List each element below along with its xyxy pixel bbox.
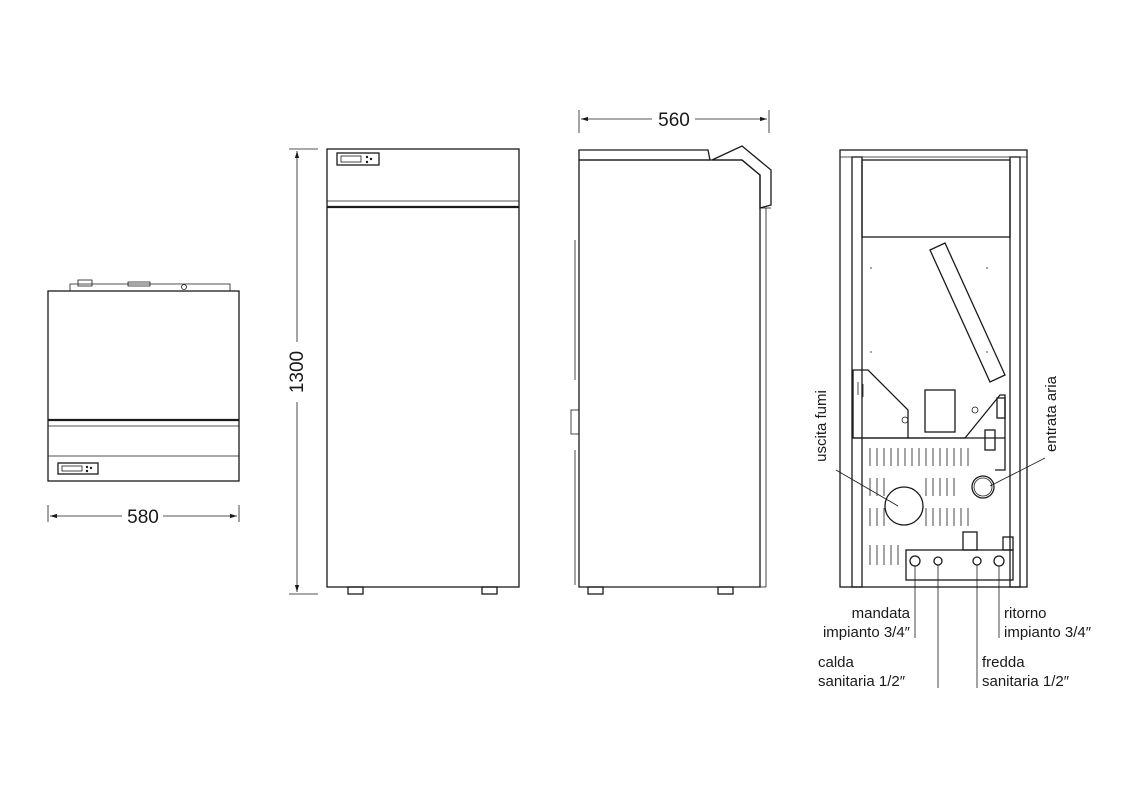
cold-water-connection xyxy=(972,556,982,566)
rear-view xyxy=(835,149,1046,688)
height-dimension-label: 1300 xyxy=(287,351,308,393)
side-foot-right xyxy=(717,586,734,595)
flue-outlet-circle xyxy=(884,486,924,526)
control-panel-display xyxy=(57,462,99,475)
width-dimension-label: 580 xyxy=(127,507,159,528)
flow-label-line1: mandata xyxy=(852,605,911,622)
top-view-body xyxy=(47,290,240,482)
front-view: 1300 xyxy=(287,148,520,595)
hot-water-label-line2: sanitaria 1/2″ xyxy=(818,673,906,690)
flow-connection xyxy=(909,555,921,567)
return-label-line2: impianto 3/4″ xyxy=(1004,624,1092,641)
air-inlet-label: entrata aria xyxy=(1043,375,1060,452)
side-foot-left xyxy=(587,586,604,595)
rear-hopper xyxy=(861,159,1011,238)
depth-dimension-label: 560 xyxy=(658,110,690,131)
motor-plate xyxy=(924,389,956,433)
hot-water-connection xyxy=(933,556,943,566)
top-view: 580 xyxy=(47,279,240,528)
hot-water-label-line1: calda xyxy=(818,654,855,671)
return-label-line1: ritorno xyxy=(1004,605,1047,622)
cold-water-label-line1: fredda xyxy=(982,654,1025,671)
front-control-display xyxy=(336,152,380,166)
front-foot-left xyxy=(347,586,364,595)
cold-water-label-line2: sanitaria 1/2″ xyxy=(982,673,1070,690)
side-view-body xyxy=(578,159,761,588)
air-inlet-circle xyxy=(971,475,995,499)
front-view-body xyxy=(326,148,520,588)
side-view: 560 xyxy=(570,110,772,595)
front-foot-right xyxy=(481,586,498,595)
return-connection xyxy=(993,555,1005,567)
flue-outlet-label: uscita fumi xyxy=(813,390,830,462)
auger xyxy=(929,242,1006,383)
connection-plate xyxy=(905,549,1014,581)
rear-view-body xyxy=(839,149,1028,588)
flow-label-line2: impianto 3/4″ xyxy=(823,624,911,641)
